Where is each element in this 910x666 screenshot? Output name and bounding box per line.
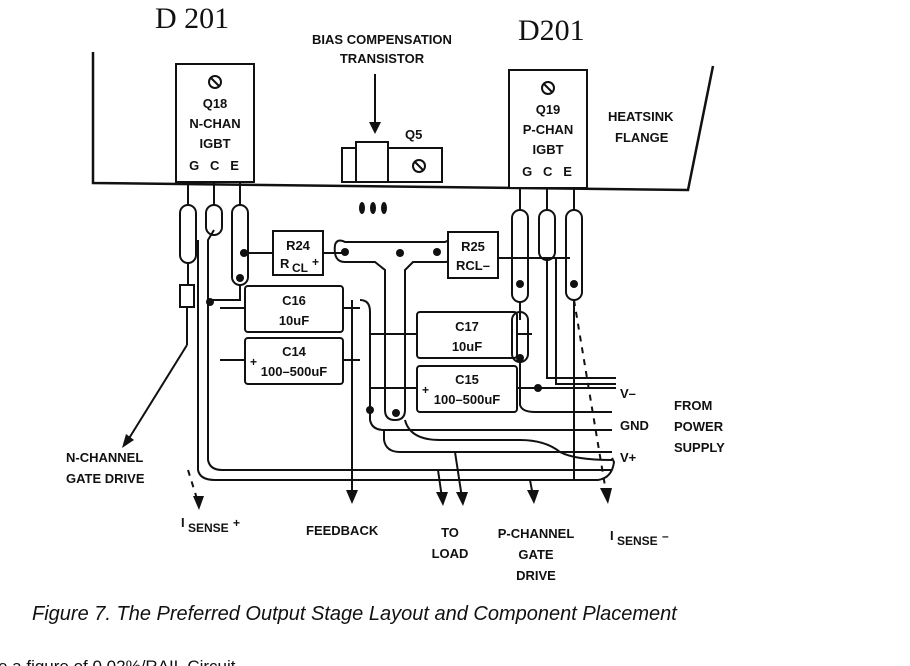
output-node-dot-left	[341, 248, 349, 256]
feedback-label: FEEDBACK	[306, 523, 379, 538]
q5-tab	[355, 141, 389, 183]
from-supply-line3: SUPPLY	[674, 440, 725, 455]
bias-arrow-head	[369, 122, 381, 134]
r25-name: R25	[461, 239, 485, 254]
handwritten-note-left: D 201	[155, 2, 229, 35]
c14-name: C14	[282, 344, 307, 359]
gnd-bus-left	[359, 299, 612, 431]
isense-plus-sign: +	[233, 516, 240, 530]
q5-label: Q5	[405, 127, 422, 142]
q19-name: Q19	[536, 102, 561, 117]
pchan-gate-label-line3: DRIVE	[516, 568, 556, 583]
gnd-bus-dot	[366, 406, 374, 414]
q18-mount-mark	[210, 77, 220, 87]
c17-solder	[516, 354, 524, 362]
q19-leads	[519, 188, 575, 210]
rail-vplus-label: V+	[620, 450, 637, 465]
c15-value: 100–500uF	[434, 392, 501, 407]
c14-value: 100–500uF	[261, 364, 328, 379]
output-node-dot	[396, 249, 404, 257]
r25-value: RCL–	[456, 258, 490, 273]
q5-mount-mark	[414, 161, 424, 171]
figure-caption: Figure 7. The Preferred Output Stage Lay…	[32, 603, 678, 625]
c16-name: C16	[282, 293, 306, 308]
r24-name: R24	[286, 238, 311, 253]
supply-rails	[383, 362, 616, 461]
pchan-gate-label-line2: GATE	[518, 547, 553, 562]
bias-compensation-label-line2: TRANSISTOR	[340, 51, 425, 66]
to-load-label-line2: LOAD	[432, 546, 469, 561]
q19-kind: IGBT	[532, 142, 563, 157]
rail-gnd-label: GND	[620, 418, 649, 433]
q18-wiring	[179, 204, 616, 481]
q18-type: N-CHAN	[189, 116, 240, 131]
q19-pin-labels: G C E	[522, 164, 572, 179]
c15-polarity: +	[422, 383, 429, 397]
heatsink-flange-outline	[91, 52, 715, 192]
q19-type: P-CHAN	[523, 122, 574, 137]
r24-value: R	[280, 256, 290, 271]
r24-solder-left	[240, 249, 248, 257]
pchan-gate-label-line1: P-CHANNEL	[498, 526, 575, 541]
rail-vminus-label: V–	[620, 386, 636, 401]
c15-solder	[534, 384, 542, 392]
c15-name: C15	[455, 372, 479, 387]
q19-mount-mark	[543, 83, 553, 93]
isense-plus-i: I	[181, 515, 185, 530]
heatsink-label-line2: FLANGE	[615, 130, 669, 145]
isense-plus-subscript: SENSE	[188, 521, 229, 535]
r25-body	[447, 231, 499, 279]
output-node-dot-right	[433, 248, 441, 256]
from-supply-line1: FROM	[674, 398, 712, 413]
to-load-label-line1: TO	[441, 525, 459, 540]
q18-kind: IGBT	[199, 136, 230, 151]
q5-leads	[359, 202, 387, 214]
truncated-body-text: e a figure of 0.02%/RAIL Circuit	[0, 657, 236, 666]
c16-value: 10uF	[279, 313, 309, 328]
nchan-gate-label-line1: N-CHANNEL	[66, 450, 143, 465]
q18-pin-labels: G C E	[189, 158, 239, 173]
from-supply-line2: POWER	[674, 419, 724, 434]
q18-leads	[187, 182, 241, 205]
isense-minus-sign: –	[662, 529, 669, 543]
heatsink-label-line1: HEATSINK	[608, 109, 674, 124]
signal-arrows	[122, 299, 612, 510]
isense-minus-i: I	[610, 528, 614, 543]
r24-sign: +	[312, 255, 319, 269]
c17-value: 10uF	[452, 339, 482, 354]
output-node-bus	[333, 239, 457, 422]
load-tap-dot	[392, 409, 400, 417]
isense-minus-subscript: SENSE	[617, 534, 658, 548]
bias-compensation-label-line1: BIAS COMPENSATION	[312, 32, 452, 47]
nchan-gate-label-line2: GATE DRIVE	[66, 471, 145, 486]
handwritten-note-right: D201	[518, 14, 585, 47]
r24-subscript: CL	[292, 261, 308, 275]
r24-body	[272, 230, 324, 276]
c14-polarity: +	[250, 355, 257, 369]
q18-name: Q18	[203, 96, 228, 111]
c17-name: C17	[455, 319, 479, 334]
